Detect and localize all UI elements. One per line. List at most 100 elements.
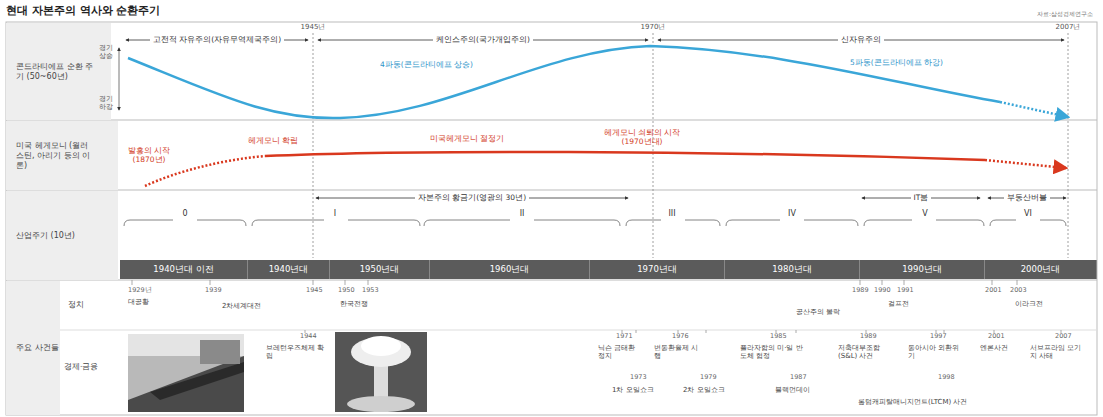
event-tick — [1017, 280, 1018, 285]
subrow-label: 경제·금융 — [64, 362, 98, 371]
cycle-number: VI — [1022, 209, 1034, 219]
event-text: 플라자합의 미·일 반도체 협정 — [740, 344, 804, 361]
year-marker: 2007년 — [1056, 23, 1081, 31]
event-text: 블랙먼데이 — [775, 386, 810, 394]
year-marker: 1970년 — [641, 23, 666, 31]
event-text: 저축대부조합 (S&L) 사건 — [838, 344, 890, 361]
event-tick — [132, 280, 133, 285]
source-note: 자료:삼성경제연구소 — [1037, 10, 1093, 17]
event-tick — [882, 280, 883, 285]
event-text: 서브프라임 모기지 사태 — [1030, 344, 1086, 361]
event-text: 대공황 — [128, 298, 149, 306]
row-header: 콘드라티에프 순환 주기 (50~60년) — [6, 23, 111, 120]
period-label: 자본주의 황금기(영광의 30년) — [415, 193, 529, 202]
event-text: 변동환율제 시행 — [654, 344, 700, 361]
row-header-text: 산업주기 (10년) — [16, 231, 75, 241]
event-year: 1944 — [300, 333, 317, 341]
event-year: 1998 — [938, 374, 955, 382]
row-header: 산업주기 (10년) — [6, 191, 118, 280]
cycle-brace — [990, 220, 1066, 226]
cycle-number: III — [666, 209, 677, 219]
hegemony-label: 미국헤게모니 절정기 — [430, 134, 504, 143]
event-tick — [210, 280, 211, 285]
event-year: 2001 — [985, 287, 1002, 295]
event-text: 브레턴우즈체제 확립 — [266, 344, 326, 361]
curve-label: 5파동(콘드라티에프 하강) — [850, 58, 943, 67]
era-label: 고전적 자유주의(자유무역제국주의) — [150, 35, 284, 44]
event-year: 1973 — [630, 374, 647, 382]
mushroom-cloud-photo — [335, 332, 427, 412]
hegemony-label: 헤게모니 확립 — [248, 136, 298, 145]
event-year: 1989 — [860, 333, 877, 341]
event-tick — [992, 280, 993, 285]
cycle-number: V — [920, 209, 929, 219]
event-text: 걸프전 — [888, 300, 909, 308]
event-text: 이라크전 — [1015, 300, 1043, 308]
event-tick — [860, 280, 861, 285]
event-year: 1991 — [897, 287, 914, 295]
decade-label: 2000년대 — [1021, 264, 1061, 276]
decade-label: 1990년대 — [902, 264, 942, 276]
decade-label: 1940년대 이전 — [153, 264, 213, 276]
event-year: 1989 — [852, 287, 869, 295]
cycle-number: 0 — [180, 209, 189, 219]
event-text: 엔론사건 — [980, 344, 1008, 352]
period-label: IT붐 — [911, 193, 932, 202]
event-tick — [313, 280, 314, 285]
cycle-number: I — [332, 209, 338, 219]
event-year: 2007 — [1055, 333, 1072, 341]
event-text: 2차 오일쇼크 — [683, 386, 725, 394]
event-year: 1929년 — [128, 287, 152, 295]
event-year: 2001 — [988, 333, 1005, 341]
decade-cell: 1970년대 — [590, 260, 725, 279]
cycle-brace — [252, 220, 420, 226]
decade-cell: 1940년대 — [248, 260, 330, 279]
year-markers — [313, 33, 1068, 258]
axis-arrow — [119, 48, 120, 110]
event-tick — [345, 280, 346, 285]
event-text: 공산주의 몰락 — [796, 308, 840, 316]
axis-label: 경기 하강 — [96, 96, 116, 112]
event-tick — [904, 280, 905, 285]
cycle-brace — [424, 220, 620, 226]
row-header-text: 콘드라티에프 순환 주기 (50~60년) — [16, 62, 94, 82]
hegemony-label: 발흥의 시작 (1870년) — [126, 146, 172, 164]
decade-cell: 1980년대 — [725, 260, 860, 279]
event-text: 한국전쟁 — [340, 300, 368, 308]
period-label: 부동산버블 — [1004, 193, 1050, 202]
event-tick — [796, 330, 797, 333]
event-year: 1953 — [362, 287, 379, 295]
event-text: 닉슨 금태환 정지 — [598, 344, 640, 361]
row-header: 미국 헤게모니 (월러스틴, 아리기 등의 이론) — [6, 121, 118, 190]
decade-cell: 1950년대 — [330, 260, 430, 279]
cycle-braces — [124, 220, 1066, 226]
event-year: 1950 — [338, 287, 355, 295]
hegemony-label: 헤게모니 쇠퇴의 시작 (1970년대) — [600, 128, 684, 146]
cycle-brace — [626, 220, 720, 226]
event-text: 1차 오일쇼크 — [612, 386, 654, 394]
event-year: 1987 — [790, 374, 807, 382]
event-year: 1985 — [770, 333, 787, 341]
decade-label: 1940년대 — [269, 264, 309, 276]
subrow-label: 정치 — [68, 300, 84, 309]
event-year: 1990 — [874, 287, 891, 295]
cycle-brace — [726, 220, 858, 226]
event-text: 롱텀캐피탈매니지먼트(LTCM) 사건 — [858, 398, 967, 406]
event-text: 2차세계대전 — [222, 302, 261, 310]
decade-cell: 1990년대 — [860, 260, 985, 279]
decade-label: 1970년대 — [637, 264, 677, 276]
event-tick — [706, 330, 707, 333]
year-marker: 1945년 — [301, 23, 326, 31]
row-header-text: 미국 헤게모니 (월러스틴, 아리기 등의 이론) — [16, 141, 94, 171]
era-label: 신자유주의 — [838, 35, 884, 44]
hegemony-curve — [145, 152, 1066, 186]
decade-label: 1950년대 — [360, 264, 400, 276]
event-year: 1976 — [672, 333, 689, 341]
depression-photo — [128, 334, 244, 412]
row-frame — [6, 22, 1097, 415]
event-year: 1971 — [616, 333, 633, 341]
axis-label: 경기 상승 — [96, 45, 116, 61]
curve-label: 4파동(콘드라티에프 상승) — [380, 60, 473, 69]
decade-cell: 2000년대 — [985, 260, 1097, 279]
cycle-number: II — [518, 209, 527, 219]
